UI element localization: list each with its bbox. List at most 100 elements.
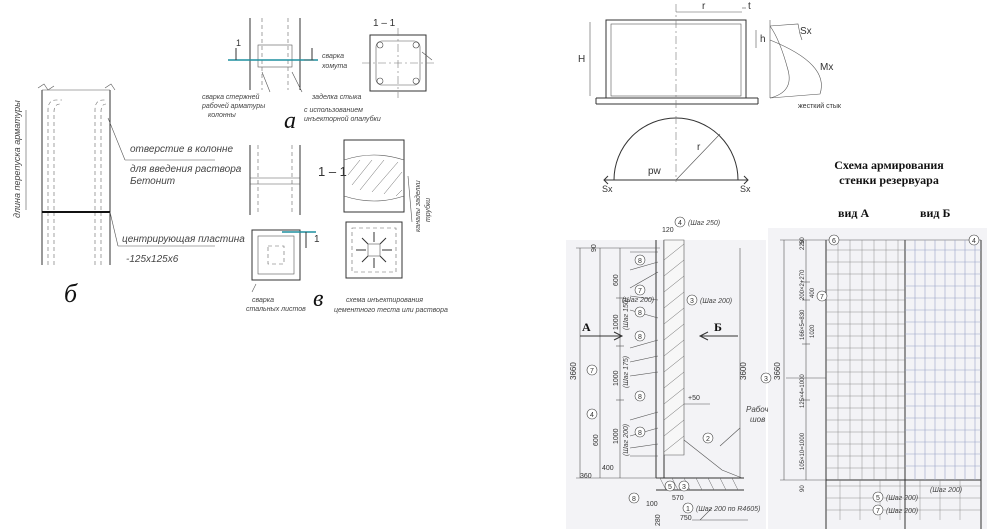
- dim-750-label: 750: [680, 515, 692, 522]
- elev-dim-a: 125×4=1000: [800, 374, 806, 408]
- elev-callout-4: 4: [972, 238, 976, 245]
- step-150-label: (Шаг 150): [623, 298, 630, 330]
- dim-top-label: 90: [591, 244, 598, 252]
- dim-1000c-label: 1000: [613, 428, 620, 444]
- v-sheets-annotation-2: стальных листов: [246, 306, 306, 313]
- callout-8a: 8: [638, 258, 642, 265]
- callout-7a: 7: [638, 288, 642, 295]
- callout-8c: 8: [638, 334, 642, 341]
- elev-callout-6: 6: [832, 238, 836, 245]
- label-a: а: [284, 108, 296, 134]
- elev-callout-7: 7: [820, 294, 824, 301]
- plan-pw-label: pw: [648, 166, 662, 177]
- v-mark-1: 1: [314, 234, 320, 245]
- v-scheme-annotation-1: схема инъектирования: [346, 297, 423, 304]
- v-scheme-annotation-2: цементного теста или раствора: [334, 307, 448, 314]
- dim-total-label: 3660: [569, 362, 578, 380]
- v-sheets-annotation-1: сварка: [252, 297, 274, 304]
- dim-100-label: 100: [646, 501, 658, 508]
- v-section-title: 1 – 1: [318, 164, 347, 179]
- step-250-label: (Шаг 250): [688, 220, 720, 227]
- dim-570-label: 570: [672, 495, 684, 502]
- callout-3b: 3: [682, 484, 686, 491]
- callout-1: 1: [686, 506, 690, 513]
- b-length-annotation: длина перепуска арматуры: [12, 100, 22, 218]
- section-callouts: [586, 216, 714, 514]
- fig-a-column-joint: [228, 18, 434, 98]
- elev-dim-90: 90: [800, 485, 806, 492]
- step-200d-label: (Шаг 200 по R4605): [696, 506, 760, 513]
- elev-dim-1020: 1020: [810, 324, 816, 338]
- tank-height-label: H: [578, 54, 585, 65]
- elev-dim-b: 105×10=1000: [800, 432, 806, 470]
- a-joint-annotation-1: заделка стыка: [311, 93, 361, 101]
- view-b-title: вид Б: [920, 206, 950, 220]
- tank-thickness-label: t: [748, 1, 751, 12]
- elev-dim-c: 166×5=830: [800, 309, 806, 340]
- callout-2: 2: [706, 436, 710, 443]
- dim-1000b-label: 1000: [613, 370, 620, 386]
- tank-rigid-joint-label: жесткий стык: [798, 102, 842, 110]
- b-hole-annotation-3: Бетонит: [130, 176, 175, 187]
- b-plate-annotation-1: центрирующая пластина: [122, 234, 245, 245]
- label-v: в: [313, 286, 323, 312]
- callout-7b: 7: [590, 368, 594, 375]
- elev-dim-220: 220: [800, 239, 806, 250]
- fig-v-column-joint: [249, 139, 413, 293]
- scheme-title-line-2: стенки резервуара: [839, 173, 939, 187]
- dim-600-label: 600: [613, 274, 620, 286]
- work-joint-label-2: шов: [750, 415, 765, 424]
- step-200c-label: (Шаг 200): [623, 424, 630, 456]
- plan-sx-left: Sx: [602, 184, 613, 194]
- work-joint-label-1: Рабочий: [746, 405, 778, 414]
- view-a-title: вид А: [838, 206, 869, 220]
- dim-inner-label: 3600: [739, 362, 748, 380]
- callout-4b: 4: [590, 412, 594, 419]
- dim-bottom-label: 360: [580, 473, 592, 480]
- callout-4-top: 4: [678, 220, 682, 227]
- dim-600b-label: 600: [593, 434, 600, 446]
- a-weld-annotation-2: рабочей арматуры: [201, 102, 266, 110]
- callout-5: 5: [668, 484, 672, 491]
- plan-sx-right: Sx: [740, 184, 751, 194]
- v-holes-annotation-1: каналы заделки: [414, 180, 422, 232]
- b-plate-annotation-2: -125х125х6: [126, 254, 179, 265]
- callout-8e: 8: [638, 430, 642, 437]
- v-holes-annotation-2: трубки: [424, 198, 432, 222]
- elev-dim-d: 200×2+270: [800, 269, 806, 300]
- elev-callout-3: 3: [764, 376, 768, 383]
- elev-callout-5: 5: [876, 495, 880, 502]
- arrow-b-label: Б: [714, 320, 722, 334]
- tank-mx-label: Mx: [820, 62, 833, 73]
- a-clamp-annotation-2: хомута: [321, 63, 347, 70]
- plan-radius-label: r: [697, 142, 701, 153]
- a-joint-annotation-2: с использованием: [304, 107, 363, 114]
- dim-400-label: 400: [602, 465, 614, 472]
- a-joint-annotation-3: инъекторной опалубки: [304, 115, 381, 123]
- elev-step-b: (Шаг 200): [886, 508, 918, 515]
- b-hole-annotation-2: для введения раствора: [130, 164, 242, 175]
- callout-3: 3: [690, 298, 694, 305]
- step-175-label: (Шаг 175): [623, 356, 630, 388]
- elev-dim-400: 400: [810, 287, 816, 298]
- elev-dim-3660: 3660: [773, 362, 782, 380]
- callout-8b: 8: [638, 310, 642, 317]
- dim-280-label: 280: [655, 514, 662, 526]
- arrow-a-label: А: [582, 320, 591, 334]
- elevation-mesh: [768, 228, 987, 529]
- step-200b-label: (Шаг 200): [700, 298, 732, 305]
- fig-b-column-joint: [25, 83, 215, 265]
- elev-step-a: (Шаг 200): [886, 495, 918, 502]
- step-200a-label: (Шаг 200): [622, 297, 654, 304]
- tank-radius-label: r: [702, 1, 706, 12]
- elev-dim-50: 50: [800, 237, 806, 244]
- a-mark-1: 1: [236, 38, 241, 48]
- a-weld-annotation-1: сварка стержней: [202, 93, 260, 101]
- a-weld-annotation-3: колонны: [208, 112, 237, 119]
- elevation-callouts: [760, 234, 980, 516]
- dim-50-label: +50: [688, 395, 700, 402]
- dim-1000a-label: 1000: [613, 314, 620, 330]
- a-clamp-annotation-1: сварка: [322, 53, 344, 60]
- elev-callout-7b: 7: [876, 508, 880, 515]
